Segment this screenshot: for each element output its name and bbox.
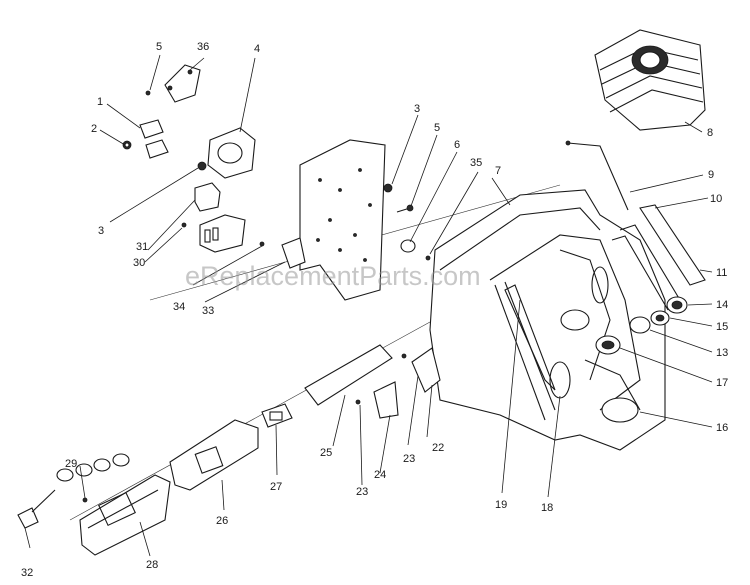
callout-7: 7	[495, 165, 501, 177]
callout-14: 14	[716, 299, 728, 311]
leader-lines	[24, 54, 713, 557]
relay-part	[194, 182, 221, 212]
callout-5-right: 5	[434, 122, 440, 134]
callout-18: 18	[541, 502, 553, 514]
callout-11: 11	[716, 267, 727, 279]
callout-2: 2	[91, 123, 97, 135]
callout-1: 1	[97, 96, 103, 108]
callout-labels: 1 2 3 4 5 36 31 30 34 33 3 5 6 35 7 8 9 …	[21, 41, 728, 579]
callout-4: 4	[254, 43, 260, 55]
panel-part	[304, 344, 393, 406]
callout-30: 30	[133, 257, 145, 269]
nut-part-left	[197, 161, 207, 171]
switch-housing-part	[207, 127, 256, 179]
control-panel-part	[79, 474, 171, 556]
callout-17: 17	[716, 377, 728, 389]
callout-16: 16	[716, 422, 728, 434]
pulley-parts	[595, 296, 688, 355]
callout-24: 24	[374, 469, 386, 481]
hand-grip-part	[594, 29, 706, 131]
callout-32: 32	[21, 567, 33, 579]
main-housing-part	[429, 189, 666, 451]
callout-3-right: 3	[414, 103, 420, 115]
roller-rail-part	[611, 204, 706, 311]
callout-22: 22	[432, 442, 444, 454]
callout-19: 19	[495, 499, 507, 511]
callout-5-left: 5	[156, 41, 162, 53]
knob-parts	[122, 119, 169, 159]
lower-bracket-parts	[355, 347, 441, 419]
callout-8: 8	[707, 127, 713, 139]
toggle-switch-part	[261, 403, 293, 428]
cover-plate-part	[164, 64, 201, 103]
callout-34: 34	[173, 301, 185, 313]
callout-9: 9	[708, 169, 714, 181]
knob-set-part	[56, 453, 130, 503]
callout-23-right: 23	[403, 453, 415, 465]
callout-35: 35	[470, 157, 482, 169]
callout-10: 10	[710, 193, 722, 205]
callout-13: 13	[716, 347, 728, 359]
fuse-block-part	[181, 214, 246, 253]
callout-3-left: 3	[98, 225, 104, 237]
callout-29: 29	[65, 458, 77, 470]
bracket-part	[259, 237, 306, 269]
sensor-part	[17, 489, 56, 529]
console-face-part	[169, 419, 259, 491]
callout-31: 31	[136, 241, 148, 253]
callout-33: 33	[202, 305, 214, 317]
small-hardware-parts	[145, 90, 431, 261]
cable-rod-part	[565, 140, 629, 211]
watermark-text: eReplacementParts.com	[185, 261, 481, 291]
mounting-plate-part	[299, 139, 386, 301]
callout-27: 27	[270, 481, 282, 493]
callout-6: 6	[454, 139, 460, 151]
callout-25: 25	[320, 447, 332, 459]
callout-28: 28	[146, 559, 158, 571]
callout-36: 36	[197, 41, 209, 53]
nut-part-right	[383, 183, 393, 193]
callout-26: 26	[216, 515, 228, 527]
callout-23-left: 23	[356, 486, 368, 498]
callout-15: 15	[716, 321, 728, 333]
